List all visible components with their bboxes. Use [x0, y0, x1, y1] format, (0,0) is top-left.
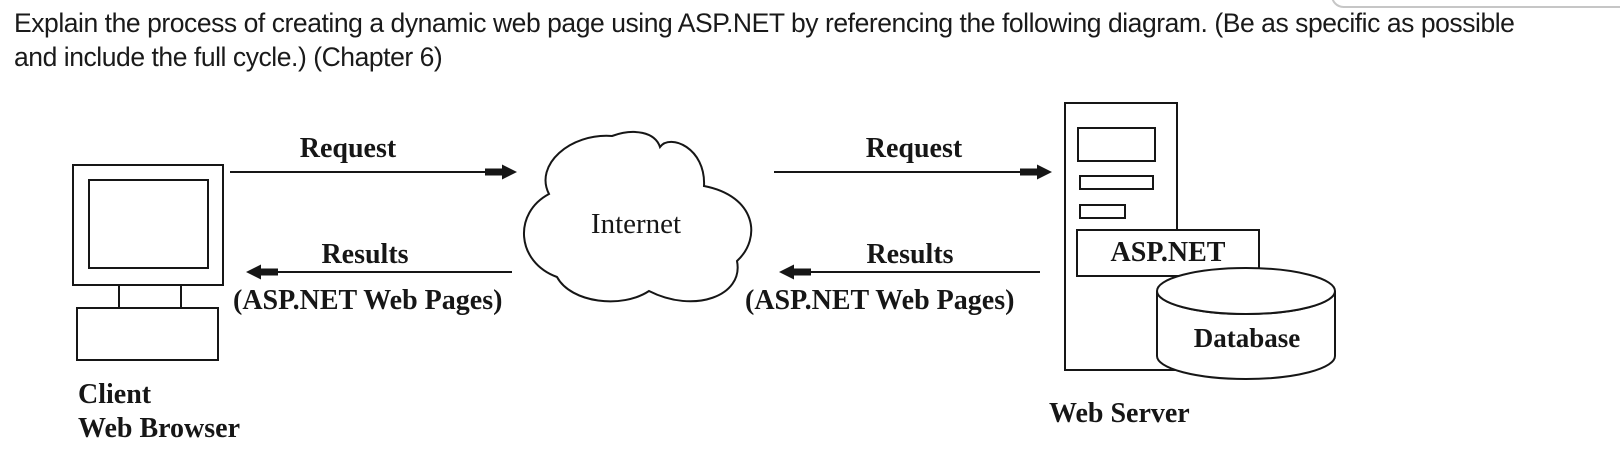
server-drive-bay: [1077, 127, 1156, 162]
database-cylinder-top: [1156, 267, 1336, 315]
request-arrow-right-head: [1020, 164, 1052, 180]
aspnet-web-pages-label-left: (ASP.NET Web Pages): [233, 285, 503, 316]
request-label-left: Request: [299, 133, 397, 164]
aspnet-box: [1076, 229, 1260, 277]
request-arrow-right: [774, 164, 1052, 180]
internet-label: Internet: [590, 208, 682, 240]
question-line-2: and include the full cycle.) (Chapter 6): [14, 42, 443, 72]
client-monitor-icon: [72, 164, 224, 361]
results-arrow-left-head: [246, 264, 278, 280]
request-arrow-left-head: [485, 164, 517, 180]
aspnet-box-label: ASP.NET: [1110, 237, 1226, 268]
monitor-screen: [88, 179, 209, 269]
internet-cloud: [523, 131, 753, 303]
client-label: Client: [78, 379, 152, 410]
results-label-left: Results: [321, 239, 409, 270]
monitor-base: [76, 307, 219, 361]
server-slot-narrow: [1079, 204, 1126, 219]
question-line-1: Explain the process of creating a dynami…: [14, 8, 1515, 38]
request-label-right: Request: [865, 133, 963, 164]
web-server-label: Web Server: [1049, 398, 1190, 429]
monitor-outer-frame: [72, 164, 224, 286]
web-browser-label: Web Browser: [78, 413, 241, 444]
results-arrow-right-head: [779, 264, 811, 280]
results-arrow-right: [779, 264, 1040, 280]
database-cylinder: [1156, 267, 1336, 380]
question-text: Explain the process of creating a dynami…: [14, 6, 1515, 74]
request-arrow-left: [230, 164, 517, 180]
results-arrow-left: [246, 264, 512, 280]
results-label-right: Results: [866, 239, 954, 270]
aspnet-web-pages-label-right: (ASP.NET Web Pages): [745, 285, 1015, 316]
database-label: Database: [1193, 323, 1301, 353]
server-slot-wide: [1079, 175, 1154, 190]
